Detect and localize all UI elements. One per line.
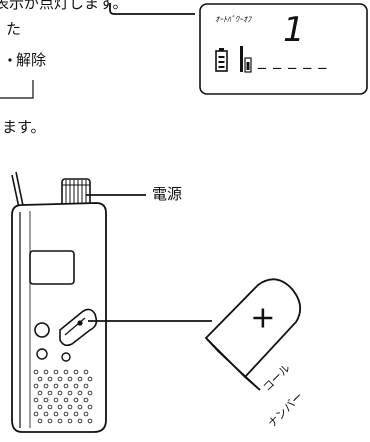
grille-hole	[47, 418, 53, 424]
grille-hole	[57, 376, 63, 382]
grille-hole	[63, 411, 69, 417]
grille-hole	[53, 369, 59, 375]
grille-hole	[77, 404, 83, 410]
grille-hole	[37, 390, 43, 396]
grille-hole	[47, 376, 53, 382]
radio-button-3	[61, 352, 71, 362]
grille-hole	[53, 383, 59, 389]
grille-hole	[83, 397, 89, 403]
grille-hole	[37, 418, 43, 424]
signal-icon	[240, 46, 252, 73]
call-number-slot	[59, 308, 98, 347]
grille-hole	[43, 383, 49, 389]
grille-hole	[63, 369, 69, 375]
grille-hole	[43, 369, 49, 375]
grille-hole	[33, 397, 39, 403]
grille-hole	[87, 404, 93, 410]
grille-hole	[57, 390, 63, 396]
bracket-line	[0, 80, 34, 99]
grille-hole	[67, 404, 73, 410]
grille-hole	[87, 390, 93, 396]
lcd-panel	[199, 3, 368, 95]
battery-icon	[215, 48, 228, 72]
radio	[11, 171, 107, 433]
grille-hole	[33, 369, 39, 375]
grille-hole	[67, 390, 73, 396]
grille-hole	[67, 376, 73, 382]
grille-hole	[73, 369, 79, 375]
grille-hole	[43, 397, 49, 403]
lcd-call-dashes: _ _ _ _ _	[258, 50, 328, 69]
grille-hole	[73, 411, 79, 417]
grille-hole	[63, 383, 69, 389]
grille-hole	[43, 411, 49, 417]
grille-hole	[57, 404, 63, 410]
grille-hole	[77, 418, 83, 424]
grille-hole	[53, 397, 59, 403]
lcd-mode-label: ｵｰﾄﾊﾟﾜｰｵﾌ	[215, 15, 251, 24]
grille-hole	[87, 376, 93, 382]
grille-hole	[33, 411, 39, 417]
call-number-cap	[204, 278, 302, 391]
grille-hole	[77, 376, 83, 382]
callout-line	[109, 3, 195, 15]
grille-hole	[73, 397, 79, 403]
speaker-grille	[33, 369, 93, 424]
grille-hole	[57, 418, 63, 424]
grille-hole	[83, 411, 89, 417]
grille-hole	[47, 390, 53, 396]
grille-hole	[47, 404, 53, 410]
grille-hole	[77, 390, 83, 396]
grille-hole	[87, 418, 93, 424]
grille-hole	[67, 418, 73, 424]
radio-button-1	[34, 322, 50, 338]
power-label: 電源	[152, 185, 183, 203]
grille-hole	[73, 383, 79, 389]
grille-hole	[37, 404, 43, 410]
grille-hole	[33, 383, 39, 389]
radio-button-2	[36, 348, 48, 360]
instruction-line-1: 表示が点灯します。	[0, 0, 128, 12]
grille-hole	[37, 376, 43, 382]
instruction-line-4: ます。	[2, 118, 46, 136]
instruction-line-3: 解除	[16, 51, 47, 69]
lcd-channel-digit: 1	[283, 10, 305, 50]
bullet-dot	[8, 58, 12, 62]
instruction-line-2: た	[6, 20, 22, 38]
grille-hole	[63, 397, 69, 403]
grille-hole	[83, 383, 89, 389]
grille-hole	[53, 411, 59, 417]
grille-hole	[83, 369, 89, 375]
